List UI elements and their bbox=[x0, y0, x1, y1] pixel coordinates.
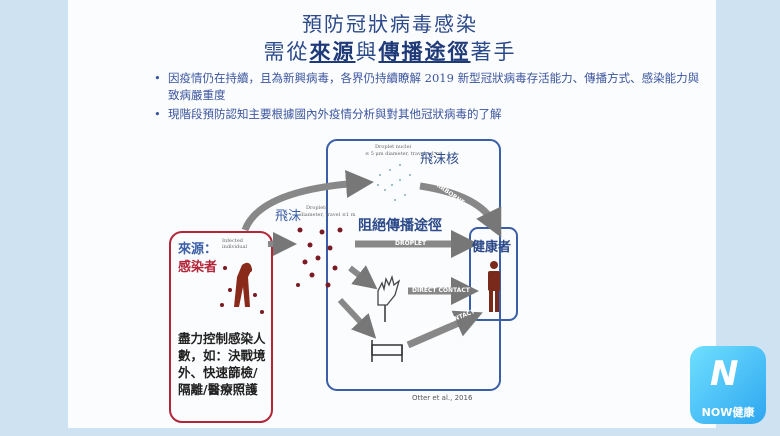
source-label: 來源： bbox=[178, 242, 218, 257]
droplet-label: 飛沫 bbox=[275, 209, 302, 224]
droplet-size: diameter, travel ≤1 m bbox=[300, 212, 356, 218]
infected-en-label: Infected individual bbox=[222, 238, 248, 250]
now-health-logo: N NOW健康 bbox=[690, 346, 766, 424]
hand-icon bbox=[377, 274, 401, 306]
route-droplet: DROPLET bbox=[395, 240, 427, 247]
arrow-to-nuclei bbox=[241, 170, 374, 232]
droplet-en: Droplets bbox=[306, 205, 328, 211]
droplet-nuclei-en: Droplet nuclei bbox=[375, 144, 412, 150]
arrow-airborne bbox=[419, 182, 502, 238]
healthy-person-icon bbox=[488, 261, 500, 312]
route-box bbox=[326, 139, 501, 391]
slide-subtitle: 需從來源與傳播途徑著手 bbox=[263, 39, 517, 64]
slide-title: 預防冠狀病毒感染 bbox=[302, 12, 478, 36]
bullet-1: •因疫情仍在持續，且為新興病毒，各界仍持續瞭解 2019 新型冠狀病毒存活能力、… bbox=[154, 71, 700, 102]
arrow-indirect bbox=[406, 310, 483, 349]
bed-icon bbox=[371, 340, 403, 362]
infected-person-icon bbox=[234, 262, 252, 307]
slide bbox=[68, 0, 716, 428]
infected-label: 感染者 bbox=[178, 260, 218, 275]
citation: Otter et al., 2016 bbox=[412, 394, 473, 402]
bullet-2: •現階段預防認知主要根據國內外疫情分析與對其他冠狀病毒的了解 bbox=[154, 107, 502, 121]
droplet-nuclei-label: 飛沫核 bbox=[420, 152, 460, 167]
droplet-dots bbox=[220, 227, 343, 314]
droplet-nuclei-size: ≤ 5 μm diameter, travel >1 m bbox=[365, 151, 441, 157]
logo-text: NOW健康 bbox=[701, 406, 755, 419]
nuclei-dots bbox=[377, 164, 411, 201]
healthy-label: 健康者 bbox=[472, 240, 512, 255]
source-box bbox=[169, 231, 273, 423]
route-direct-contact: DIRECT CONTACT bbox=[412, 287, 470, 294]
block-route-label: 阻絕傳播途徑 bbox=[358, 218, 442, 234]
control-measures-text: 盡力控制感染人數，如：決戰境外、快速篩檢/隔離/醫療照護 bbox=[178, 331, 266, 397]
